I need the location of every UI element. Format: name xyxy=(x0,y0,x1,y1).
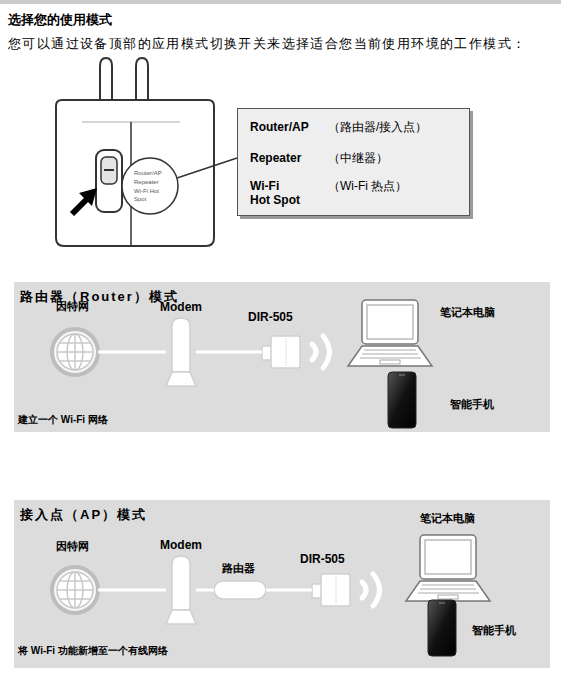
node-text: 路由器 xyxy=(222,562,255,575)
internet-globe: 因特网 xyxy=(52,329,98,375)
modem-icon: Modem xyxy=(166,556,196,624)
node-text: DIR-505 xyxy=(248,310,293,324)
mode-panel: 接入点（AP）模式将 Wi-Fi 功能新增至一个有线网络 因特网 Modem 路由器 D… xyxy=(14,500,550,668)
node-text: Repeater xyxy=(250,151,301,165)
node-text: 因特网 xyxy=(56,300,89,313)
node-text: DIR-505 xyxy=(300,552,345,566)
internet-globe: 因特网 xyxy=(52,567,98,613)
switch-label: Repeater xyxy=(134,179,159,187)
switch-label: Router/AP xyxy=(134,170,162,178)
node-text: （路由器/接入点） xyxy=(328,120,427,134)
phone-icon: 智能手机 xyxy=(388,372,416,428)
node-text: 路由器（Router）模式 xyxy=(20,289,179,305)
modem-icon: Modem xyxy=(166,318,196,386)
laptop-icon: 笔记本电脑 xyxy=(408,535,490,603)
node-text: 笔记本电脑 xyxy=(440,306,495,319)
node-text: Modem xyxy=(160,300,202,314)
node-text: Router/AP xyxy=(250,120,309,134)
node-text: 笔记本电脑 xyxy=(420,512,475,525)
switch-label: Wi-Fi Hot Spot xyxy=(134,188,160,204)
laptop-icon: 笔记本电脑 xyxy=(350,298,432,368)
intro-text: 您可以通过设备顶部的应用模式切换开关来选择适合您当前使用环境的工作模式： xyxy=(8,36,526,52)
router-icon: 路由器 xyxy=(214,581,266,599)
node-text: 将 Wi-Fi 功能新增至一个有线网络 xyxy=(18,645,168,657)
node-text: 建立一个 Wi-Fi 网络 xyxy=(18,414,108,426)
dir505-device: DIR-505 xyxy=(262,336,300,368)
page-heading: 选择您的使用模式 xyxy=(8,12,112,28)
phone-icon: 智能手机 xyxy=(428,600,456,656)
node-text: 接入点（AP）模式 xyxy=(20,507,147,523)
node-text: 智能手机 xyxy=(450,398,494,411)
node-text: 因特网 xyxy=(56,540,89,553)
node-text: Modem xyxy=(160,538,202,552)
node-text: （中继器） xyxy=(328,151,388,165)
cable-line xyxy=(196,351,262,354)
cable-line xyxy=(98,351,166,354)
mode-callout-box: Router/AP （路由器/接入点） Repeater （中继器） Wi-Fi Hot… xyxy=(237,108,470,216)
cable-line xyxy=(196,589,214,592)
node-text: 智能手机 xyxy=(472,624,516,637)
cable-line xyxy=(266,589,312,592)
node-text: Wi-Fi Hot Spot xyxy=(250,179,301,208)
dir505-device: DIR-505 xyxy=(312,574,350,606)
cable-line xyxy=(98,589,166,592)
mode-panel: 路由器（Router）模式建立一个 Wi-Fi 网络因特网ModemDIR-50… xyxy=(14,282,550,432)
node-text: （Wi-Fi 热点） xyxy=(328,179,407,193)
